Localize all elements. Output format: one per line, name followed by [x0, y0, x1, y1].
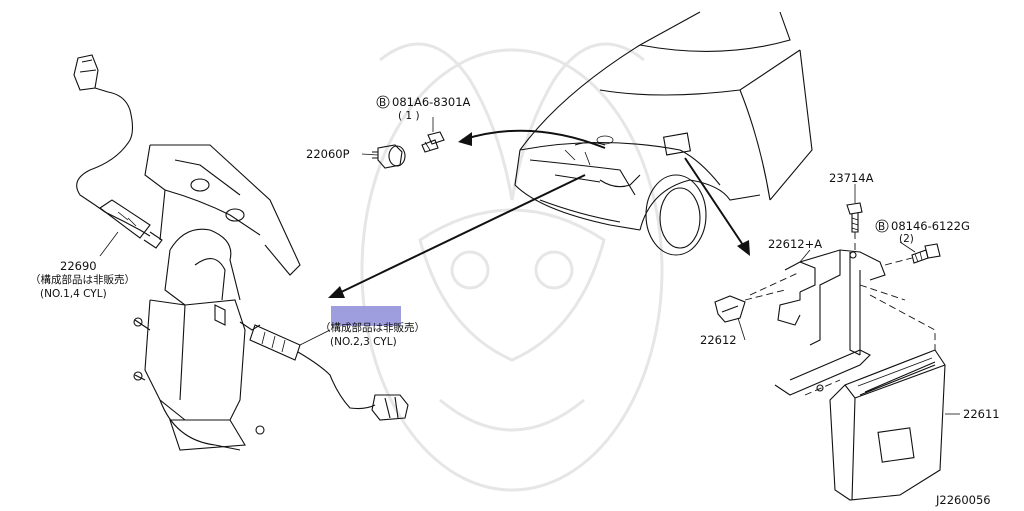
- bracket-bolt-side: [911, 243, 941, 264]
- arrow-to-knock-sensor: [458, 129, 606, 149]
- part-note-22690: （構成部品は非販売）: [30, 273, 135, 286]
- label-22060P[interactable]: 22060P: [306, 147, 350, 161]
- part-number-22060P: 22060P: [306, 147, 350, 161]
- bolt-circle-letter: B: [379, 97, 386, 109]
- knock-sensor-bolt: [421, 131, 445, 153]
- label-22611[interactable]: 22611: [963, 407, 1000, 421]
- arrow-to-ecm: [684, 157, 750, 256]
- highlight-box: [331, 306, 401, 326]
- part-number-22612: 22612: [700, 333, 737, 347]
- label-22690[interactable]: 22690 （構成部品は非販売） (NO.1,4 CYL): [30, 259, 135, 300]
- part-number-23714A: 23714A: [829, 171, 874, 185]
- label-08146-6122G[interactable]: B 08146-6122G (2): [875, 219, 970, 245]
- knock-sensor: [372, 144, 406, 169]
- label-rear-sensor[interactable]: （構成部品は非販売） (NO.2,3 CYL): [320, 306, 425, 348]
- oxygen-sensor-front: [73, 54, 163, 249]
- part-number-22612A: 22612+A: [768, 237, 822, 251]
- part-number-081A6-8301A: 081A6-8301A: [392, 95, 471, 109]
- arrow-to-oxygen-sensor: [328, 174, 586, 298]
- oxygen-sensor-rear: [239, 321, 409, 421]
- part-number-22611: 22611: [963, 407, 1000, 421]
- bracket-bolt-top: [846, 202, 863, 233]
- vehicle-illustration: [514, 11, 813, 256]
- part-qty-08146-6122G: (2): [899, 233, 914, 245]
- label-081A6-8301A[interactable]: B 081A6-8301A ( 1 ): [376, 95, 471, 122]
- label-22612A[interactable]: 22612+A: [768, 237, 822, 251]
- assembly-dashed-lines: [744, 232, 936, 396]
- part-note-rear: （構成部品は非販売）: [320, 321, 425, 334]
- exhaust-manifold: [133, 144, 301, 451]
- part-spec-rear: (NO.2,3 CYL): [330, 336, 397, 348]
- diagram-id: J2260056: [935, 493, 991, 507]
- bolt-circle-letter: B: [878, 221, 885, 233]
- bolt-circle-icon: [875, 219, 889, 233]
- ecm-clip: [714, 295, 746, 323]
- leader-lines: [99, 117, 960, 415]
- label-23714A[interactable]: 23714A: [829, 171, 874, 185]
- part-qty-081A6-8301A: ( 1 ): [398, 110, 420, 122]
- bolt-circle-icon: [376, 95, 390, 109]
- watermark-logo: [360, 42, 664, 492]
- ecm-unit: [829, 349, 946, 501]
- part-number-08146-6122G: 08146-6122G: [891, 219, 970, 233]
- part-spec-22690: (NO.1,4 CYL): [40, 288, 107, 300]
- part-number-22690: 22690: [60, 259, 97, 273]
- label-22612[interactable]: 22612: [700, 333, 737, 347]
- ecm-bracket: [774, 249, 886, 396]
